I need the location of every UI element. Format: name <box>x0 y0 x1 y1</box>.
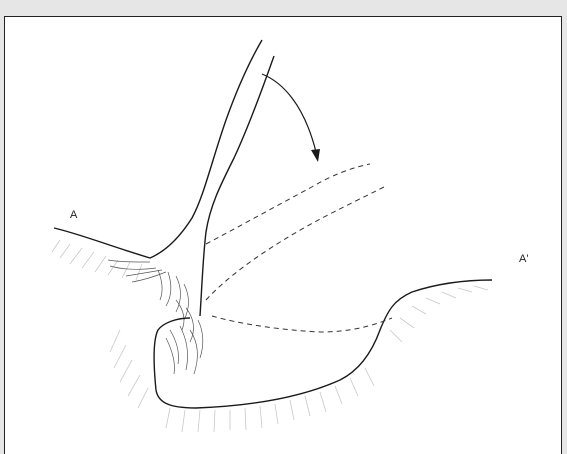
rotation-arrow-curve <box>262 74 316 152</box>
rotation-arrowhead <box>311 149 320 162</box>
displaced-dashed-lines <box>206 164 392 332</box>
trunk-inner-line <box>200 56 274 316</box>
label-a-prime: A' <box>519 253 528 265</box>
label-a: A <box>70 209 78 221</box>
cavity-profile-line <box>154 280 492 408</box>
surface-profile-line <box>54 40 262 258</box>
soil-hatching <box>52 240 488 432</box>
